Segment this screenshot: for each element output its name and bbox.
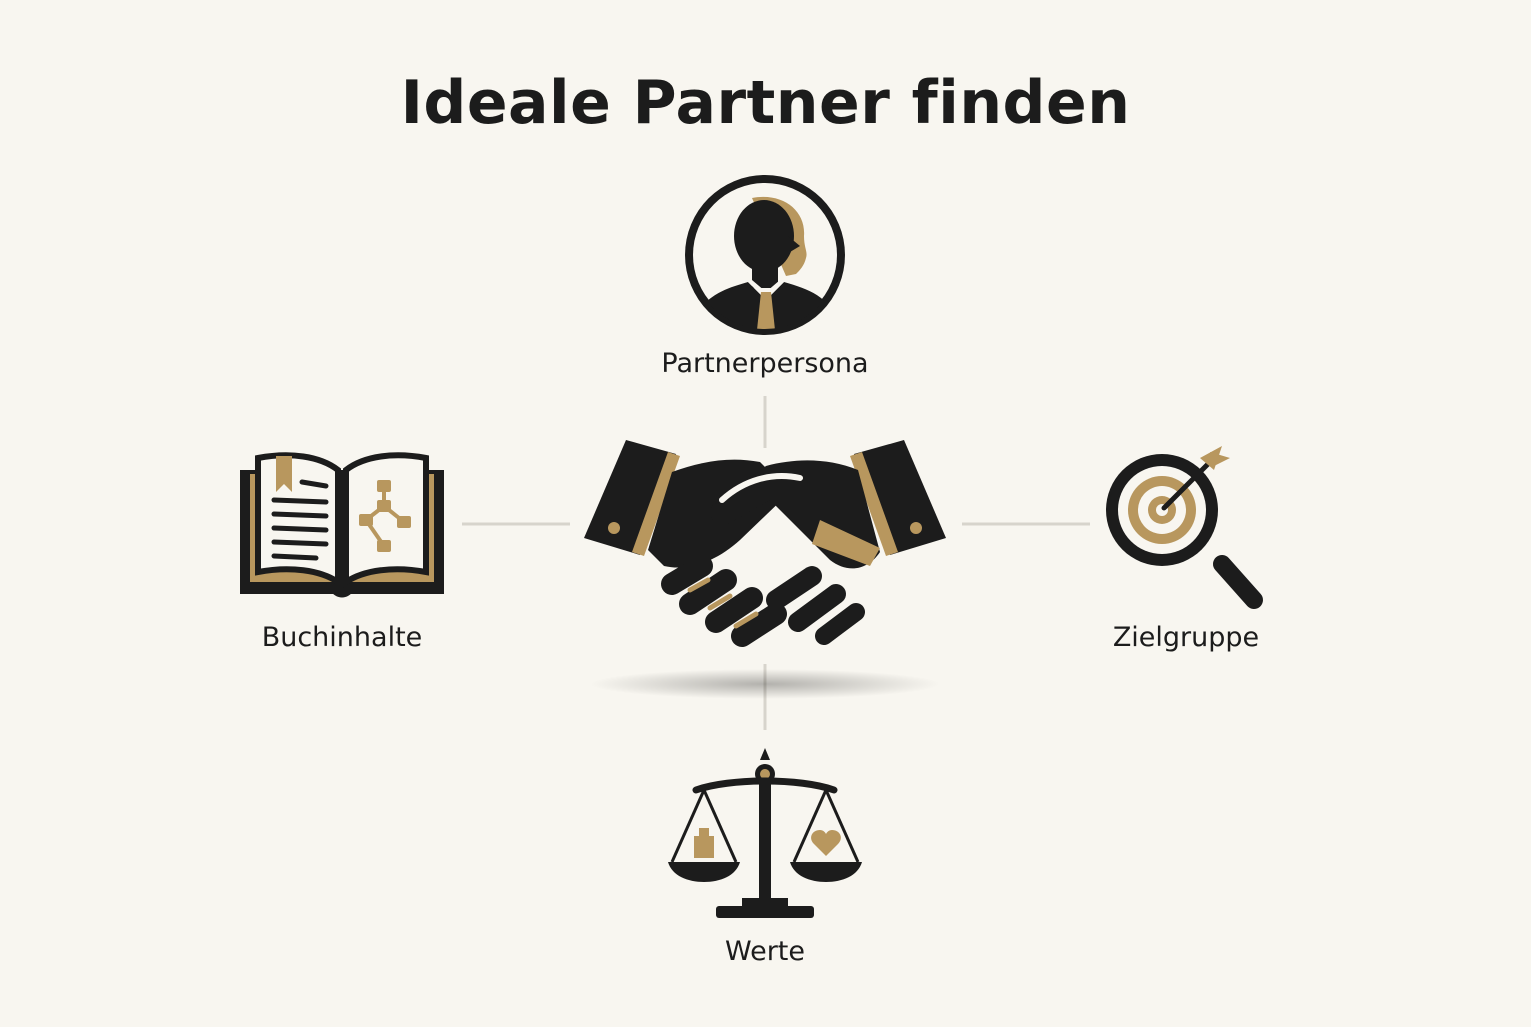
right-hand-thumb-edge xyxy=(719,473,803,503)
left-cuff-button xyxy=(608,522,620,534)
node-label-partnerpersona: Partnerpersona xyxy=(661,348,869,379)
balance-scale-icon xyxy=(668,748,862,918)
target-magnifier-icon xyxy=(1106,446,1263,609)
right-cuff-button xyxy=(910,522,922,534)
left-cuff xyxy=(584,440,676,555)
handshake-shadow xyxy=(590,669,940,699)
fingers xyxy=(661,555,865,647)
handshake-icon xyxy=(584,440,946,699)
right-cuff-trim xyxy=(850,452,898,556)
handshake-gold-accent xyxy=(812,520,880,566)
open-book-icon xyxy=(240,452,444,598)
diagram-title: Ideale Partner finden xyxy=(400,68,1131,138)
node-label-werte: Werte xyxy=(724,936,806,967)
left-cuff-trim xyxy=(632,452,680,556)
node-label-zielgruppe: Zielgruppe xyxy=(1112,622,1260,653)
right-cuff xyxy=(854,440,946,555)
node-label-buchinhalte: Buchinhalte xyxy=(261,622,423,653)
person-silhouette-icon xyxy=(685,175,845,335)
